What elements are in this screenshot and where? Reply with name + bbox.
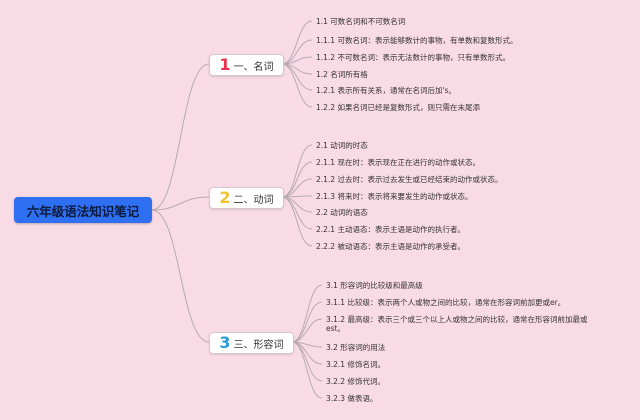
branch-leaf-connector [281, 63, 313, 108]
branch-leaf-connector [281, 161, 313, 198]
root-label: 六年级语法知识笔记 [26, 203, 140, 219]
leaf-item[interactable]: 2.1.3 将来时：表示将来要发生的动作或状态。 [316, 192, 473, 201]
root-branch-connector [151, 63, 210, 211]
leaf-item[interactable]: 2.1 动词的时态 [316, 141, 368, 150]
branch-leaf-connector [281, 196, 313, 247]
branch-node-nouns[interactable]: 1 一、名词 [209, 54, 284, 76]
branch-leaf-connector [291, 301, 323, 343]
leaf-item[interactable]: 1.2.2 如果名词已经是复数形式，则只需在末尾添 [316, 103, 480, 112]
leaf-item[interactable]: 1.1.1 可数名词：表示能够数计的事物，有单数和复数形式。 [316, 36, 518, 45]
branch-leaf-connector [281, 39, 313, 65]
leaf-item[interactable]: 3.1.2 最高级：表示三个或三个以上人或物之间的比较，通常在形容词前加最或es… [326, 315, 588, 333]
leaf-item[interactable]: 1.1.2 不可数名词：表示无法数计的事物，只有单数形式。 [316, 53, 510, 62]
leaf-item[interactable]: 1.2 名词所有格 [316, 70, 368, 79]
leaf-item[interactable]: 2.1.1 现在时：表示现在正在进行的动作或状态。 [316, 158, 480, 167]
leaf-item[interactable]: 1.2.1 表示所有关系，通常在名词后加's。 [316, 86, 456, 95]
leaf-item[interactable]: 2.1.2 过去时：表示过去发生或已经结束的动作或状态。 [316, 175, 503, 184]
branch-leaf-connector [281, 178, 313, 198]
branch-label: 二、动词 [233, 194, 274, 206]
branch-node-adjectives[interactable]: 3 三、形容词 [209, 332, 294, 354]
leaf-item[interactable]: 2.2 动词的语态 [316, 208, 368, 217]
branch-leaf-connector [281, 20, 313, 65]
leaf-item[interactable]: 3.2.1 修饰名词。 [326, 360, 385, 369]
leaf-item[interactable]: 3.2 形容词的用法 [326, 343, 386, 352]
branch-leaf-connector [291, 284, 323, 343]
branch-number: 2 [219, 188, 231, 207]
branch-number: 1 [219, 55, 231, 74]
branch-leaf-connector [291, 318, 323, 343]
branch-number: 3 [219, 333, 231, 352]
root-branch-connector [151, 209, 210, 343]
branch-leaf-connector [291, 341, 323, 382]
branch-label: 三、形容词 [233, 339, 284, 351]
leaf-item[interactable]: 3.2.3 做表语。 [326, 394, 378, 403]
branch-label: 一、名词 [233, 61, 274, 73]
branch-leaf-connector [281, 144, 313, 198]
branch-leaf-connector [291, 341, 323, 399]
branch-leaf-connector [281, 196, 313, 230]
leaf-item[interactable]: 3.2.2 修饰代词。 [326, 377, 385, 386]
leaf-item[interactable]: 3.1.1 比较级：表示两个人或物之间的比较，通常在形容词前加更或er。 [326, 298, 566, 307]
root-node[interactable]: 六年级语法知识笔记 [14, 197, 152, 223]
leaf-item[interactable]: 1.1 可数名词和不可数名词 [316, 17, 406, 26]
leaf-item[interactable]: 2.2.1 主动语态：表示主语是动作的执行者。 [316, 225, 465, 234]
leaf-item[interactable]: 3.1 形容词的比较级和最高级 [326, 281, 423, 290]
branch-node-verbs[interactable]: 2 二、动词 [209, 187, 284, 209]
root-branch-connector [151, 196, 210, 211]
leaf-item[interactable]: 2.2.2 被动语态：表示主语是动作的承受者。 [316, 242, 465, 251]
